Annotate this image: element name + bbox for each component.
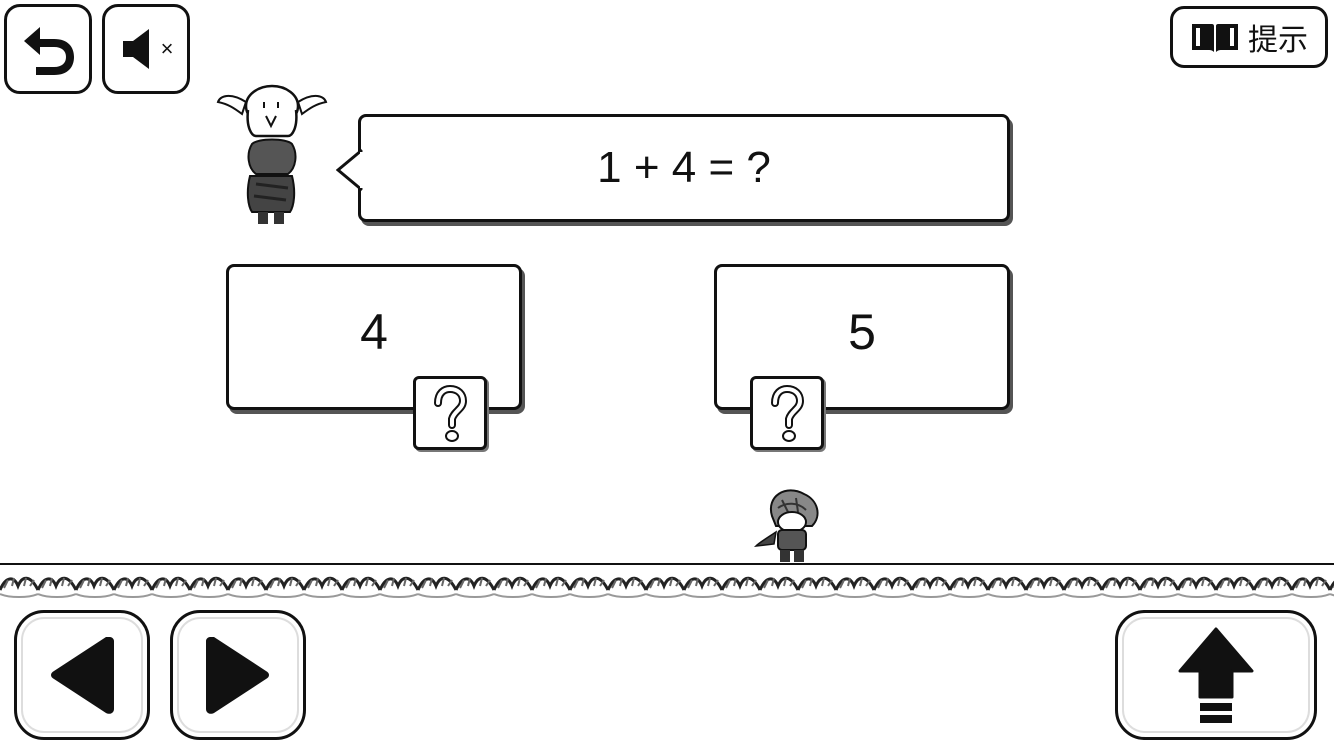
angel-character: [216, 84, 328, 224]
jump-button[interactable]: [1115, 610, 1317, 740]
question-text: 1 + 4 = ?: [597, 143, 771, 192]
grass-strip: [0, 566, 1334, 602]
question-block-right[interactable]: [750, 376, 824, 450]
up-arrow-icon: [1178, 627, 1254, 723]
bubble-tail: [336, 148, 364, 192]
right-triangle-icon: [206, 637, 269, 714]
answer-text-left: 4: [360, 304, 388, 360]
hint-button[interactable]: 提示: [1170, 6, 1328, 68]
mute-mark: ×: [160, 36, 174, 61]
question-mark-icon: [771, 384, 805, 442]
answer-text-right: 5: [848, 304, 876, 360]
back-arrow-icon: [24, 27, 74, 75]
question-bubble: 1 + 4 = ?: [358, 114, 1010, 222]
mute-button[interactable]: ×: [102, 4, 190, 94]
question-block-left[interactable]: [413, 376, 487, 450]
move-right-button[interactable]: [170, 610, 306, 740]
book-icon: [1192, 24, 1238, 52]
ground-line: [0, 563, 1334, 565]
left-triangle-icon: [51, 637, 114, 714]
move-left-button[interactable]: [14, 610, 150, 740]
hint-label: 提示: [1248, 24, 1308, 57]
question-mark-icon: [434, 384, 468, 442]
back-button[interactable]: [4, 4, 92, 94]
player-character: [753, 489, 819, 562]
speaker-muted-icon: [122, 29, 149, 69]
